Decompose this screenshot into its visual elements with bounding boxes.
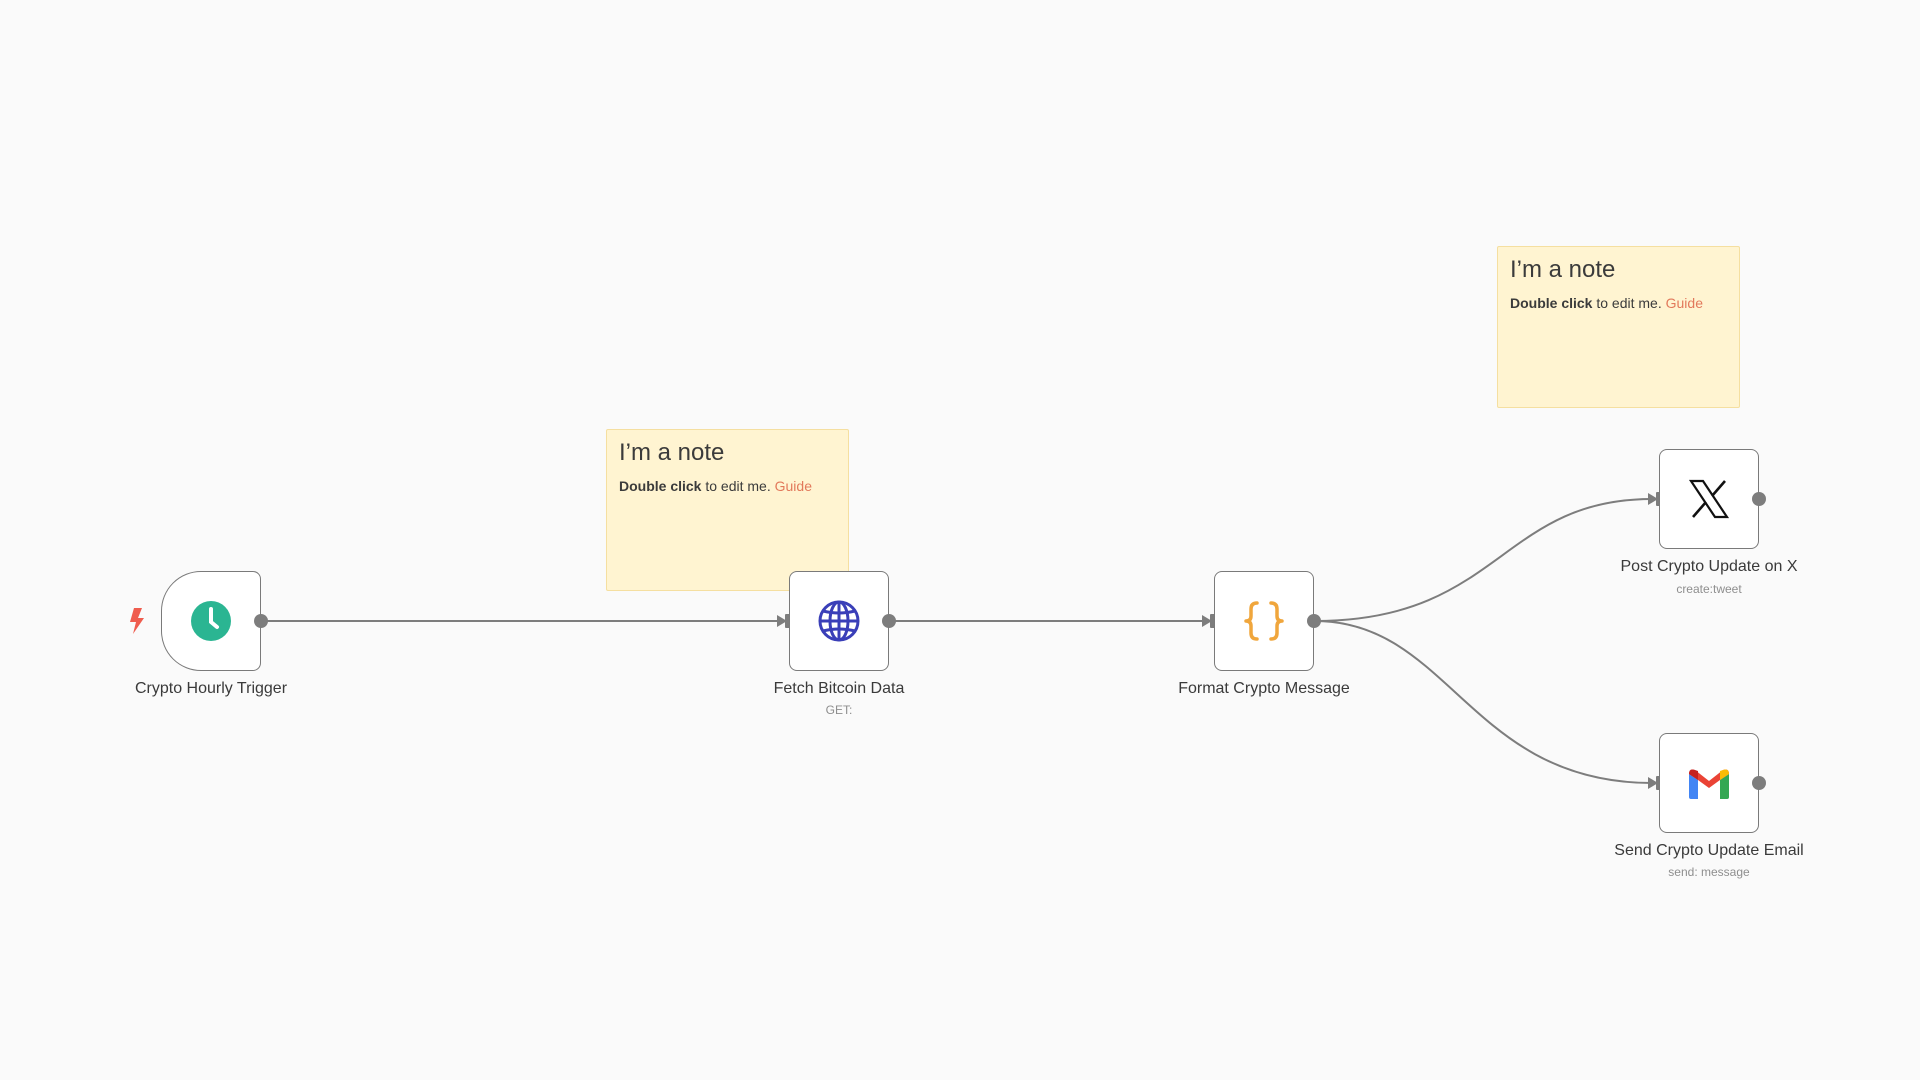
node-subtitle: create:tweet [1676,582,1742,596]
output-port[interactable] [882,614,896,628]
output-port[interactable] [1752,776,1766,790]
arrowhead-x [1648,493,1658,505]
arrowhead-gmail [1648,777,1658,789]
note-title: I’m a note [1510,256,1616,283]
note-bold-text: Double click [1510,295,1593,312]
note-text: to edit me. [1592,295,1666,312]
output-port[interactable] [1307,614,1321,628]
connection-format-to-x[interactable] [1314,498,1653,622]
node-subtitle: send: message [1668,865,1750,879]
gmail-icon [1689,769,1729,799]
node-crypto-hourly-trigger[interactable] [161,571,261,671]
note-body: Double click to edit me. Guide [619,478,836,494]
clock-icon [191,601,231,641]
globe-icon [818,600,860,642]
node-label: Post Crypto Update on X [1620,558,1798,575]
output-port[interactable] [1752,492,1766,506]
note-bold-text: Double click [619,478,702,495]
x-logo-icon [1688,479,1730,519]
note-guide-link[interactable]: Guide [1665,295,1703,312]
lightning-bolt-icon [130,608,144,634]
node-label: Fetch Bitcoin Data [773,680,905,697]
connection-format-to-gmail[interactable] [1314,620,1653,784]
node-label: Format Crypto Message [1178,680,1350,697]
note-guide-link[interactable]: Guide [774,478,812,495]
note-text: to edit me. [701,478,775,495]
sticky-note[interactable]: I’m a note Double click to edit me. Guid… [606,429,849,591]
note-title: I’m a note [619,439,725,466]
node-format-crypto-message[interactable] [1214,571,1314,671]
node-subtitle: GET: [825,703,853,717]
sticky-note[interactable]: I’m a note Double click to edit me. Guid… [1497,246,1740,408]
node-send-crypto-update-email[interactable] [1659,733,1759,833]
node-label: Send Crypto Update Email [1614,842,1804,859]
input-port[interactable] [785,614,791,628]
code-braces-icon [1244,601,1284,641]
arrowhead-fetch [777,615,787,627]
output-port[interactable] [254,614,268,628]
arrowhead-format [1202,615,1212,627]
node-fetch-bitcoin-data[interactable] [789,571,889,671]
node-post-crypto-update-on-x[interactable] [1659,449,1759,549]
note-body: Double click to edit me. Guide [1510,295,1727,311]
input-port[interactable] [1210,614,1216,628]
node-label: Crypto Hourly Trigger [134,680,288,697]
